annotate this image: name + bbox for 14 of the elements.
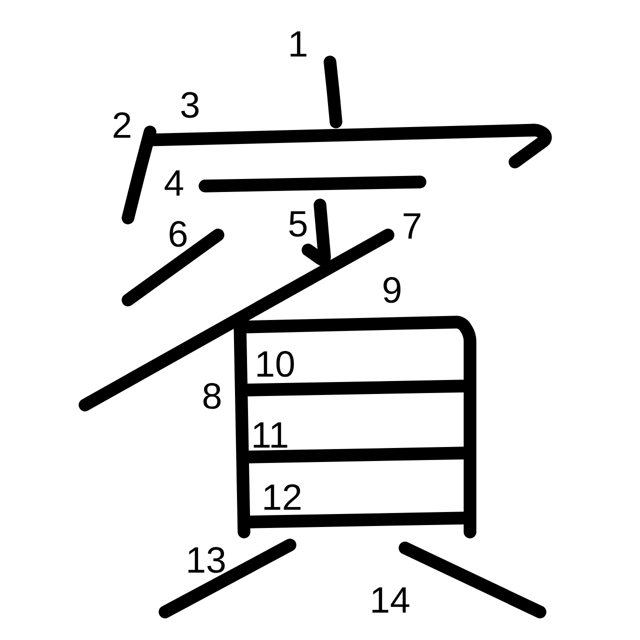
- stroke-number: 6: [170, 221, 187, 247]
- stroke-number: 1: [290, 31, 306, 57]
- stroke-number: 5: [289, 211, 307, 237]
- stroke-number: 13: [188, 547, 225, 573]
- stroke-number: 12: [264, 484, 300, 510]
- stroke-number: 2: [114, 112, 130, 138]
- stroke-number: 14: [372, 587, 410, 613]
- stroke-number: 3: [181, 92, 199, 118]
- stroke-number: 8: [203, 383, 221, 409]
- stroke-number: 11: [254, 422, 288, 448]
- stroke-number: 4: [164, 170, 184, 196]
- stroke-number: 10: [257, 351, 294, 377]
- stroke-number: 7: [404, 213, 420, 239]
- stroke-number: 9: [384, 277, 400, 303]
